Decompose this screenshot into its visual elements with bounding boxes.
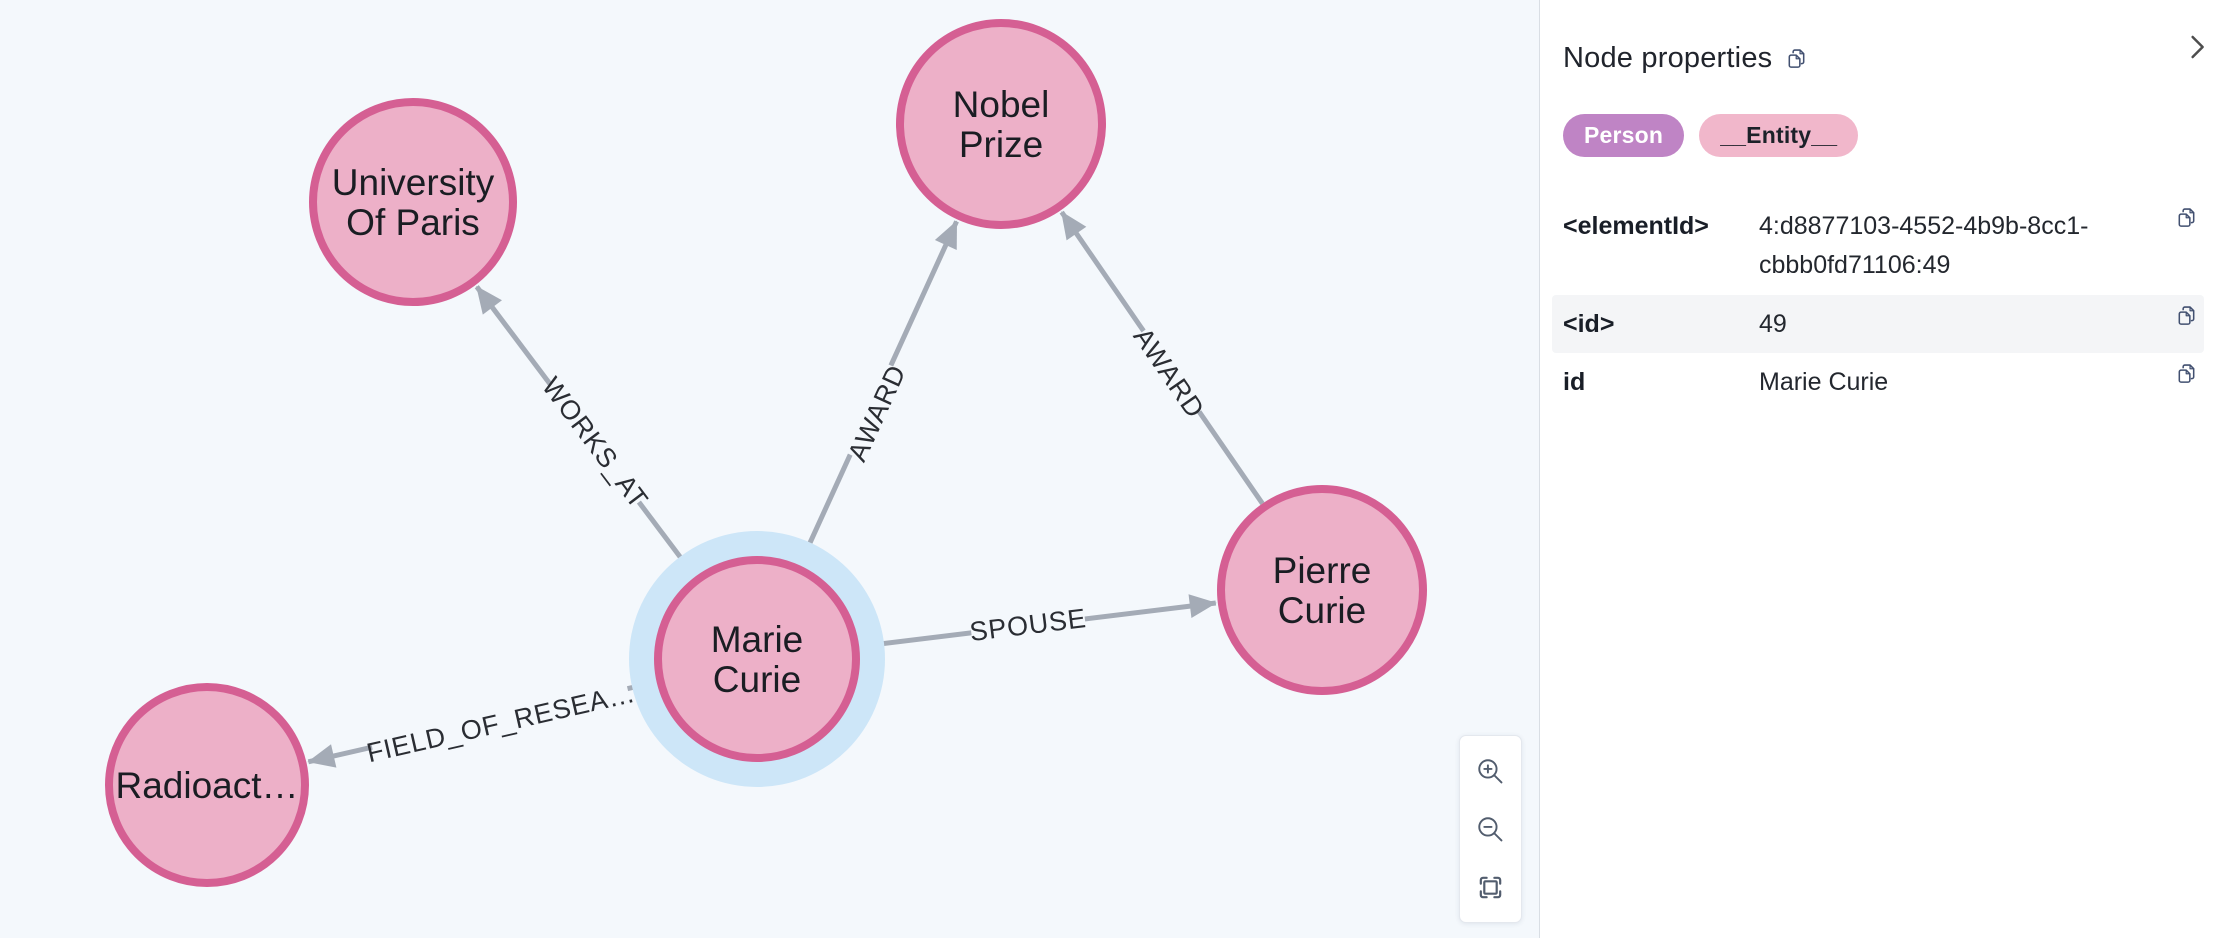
- property-value: 4:d8877103-4552-4b9b-8cc1-cbbb0fd71106:4…: [1759, 212, 2089, 279]
- label-badge-entity[interactable]: __Entity__: [1699, 114, 1859, 157]
- zoom-out-button[interactable]: [1468, 806, 1514, 852]
- label-badge-person[interactable]: Person: [1563, 114, 1685, 157]
- property-row: id Marie Curie: [1552, 353, 2204, 412]
- collapse-panel-button[interactable]: [2182, 28, 2212, 66]
- magnifier-plus-icon: [1475, 756, 1506, 787]
- property-key: <id>: [1563, 309, 1615, 338]
- copy-property-button[interactable]: [2175, 362, 2198, 385]
- edge-label-gap: [840, 360, 914, 466]
- properties-table: <elementId> 4:d8877103-4552-4b9b-8cc1-cbb…: [1552, 197, 2204, 412]
- copy-icon: [2178, 305, 2195, 325]
- property-value: Marie Curie: [1759, 368, 1889, 397]
- zoom-to-fit-button[interactable]: [1468, 864, 1514, 910]
- zoom-in-button[interactable]: [1468, 748, 1514, 794]
- node-properties-panel: Node properties Person __Entity__ <elemen…: [1539, 0, 2232, 938]
- copy-property-button[interactable]: [2175, 206, 2198, 229]
- property-key: <elementId>: [1563, 212, 1709, 240]
- node-label-badges: Person __Entity__: [1563, 114, 2204, 157]
- edge-label-field-of-resea-[interactable]: FIELD_OF_RESEA…: [364, 678, 638, 769]
- node-label-radioactivity: Radioact…: [115, 765, 298, 806]
- magnifier-minus-icon: [1475, 814, 1506, 845]
- copy-all-properties-button[interactable]: [1785, 47, 1808, 70]
- edge-label-gap: [969, 600, 1087, 650]
- edge-label-works-at[interactable]: WORKS_AT: [536, 372, 654, 515]
- zoom-controls: [1459, 735, 1522, 923]
- copy-icon: [1785, 47, 1808, 70]
- property-value: 49: [1759, 309, 1787, 338]
- panel-title: Node properties: [1563, 42, 1773, 74]
- edge-label-gap: [1126, 322, 1212, 424]
- graph-node-radioactivity[interactable]: [105, 683, 309, 887]
- fit-frame-icon: [1475, 872, 1506, 903]
- graph-node-marie-curie[interactable]: [654, 556, 860, 762]
- property-row: <elementId> 4:d8877103-4552-4b9b-8cc1-cbb…: [1552, 197, 2204, 295]
- copy-icon: [2178, 364, 2195, 384]
- edge-label-award[interactable]: AWARD: [1128, 322, 1211, 423]
- copy-property-button[interactable]: [2175, 304, 2198, 327]
- edge-label-gap: [369, 676, 633, 770]
- copy-icon: [2178, 208, 2195, 227]
- edge-label-gap: [536, 373, 654, 513]
- graph-node-pierre-curie[interactable]: [1217, 485, 1427, 695]
- graph-node-nobel-prize[interactable]: [896, 19, 1106, 229]
- property-row: <id> 49: [1552, 294, 2204, 354]
- chevron-right-icon: [2182, 28, 2212, 66]
- panel-header: Node properties: [1563, 42, 2204, 75]
- property-key: id: [1563, 368, 1586, 397]
- graph-node-university-of-paris[interactable]: [309, 98, 517, 306]
